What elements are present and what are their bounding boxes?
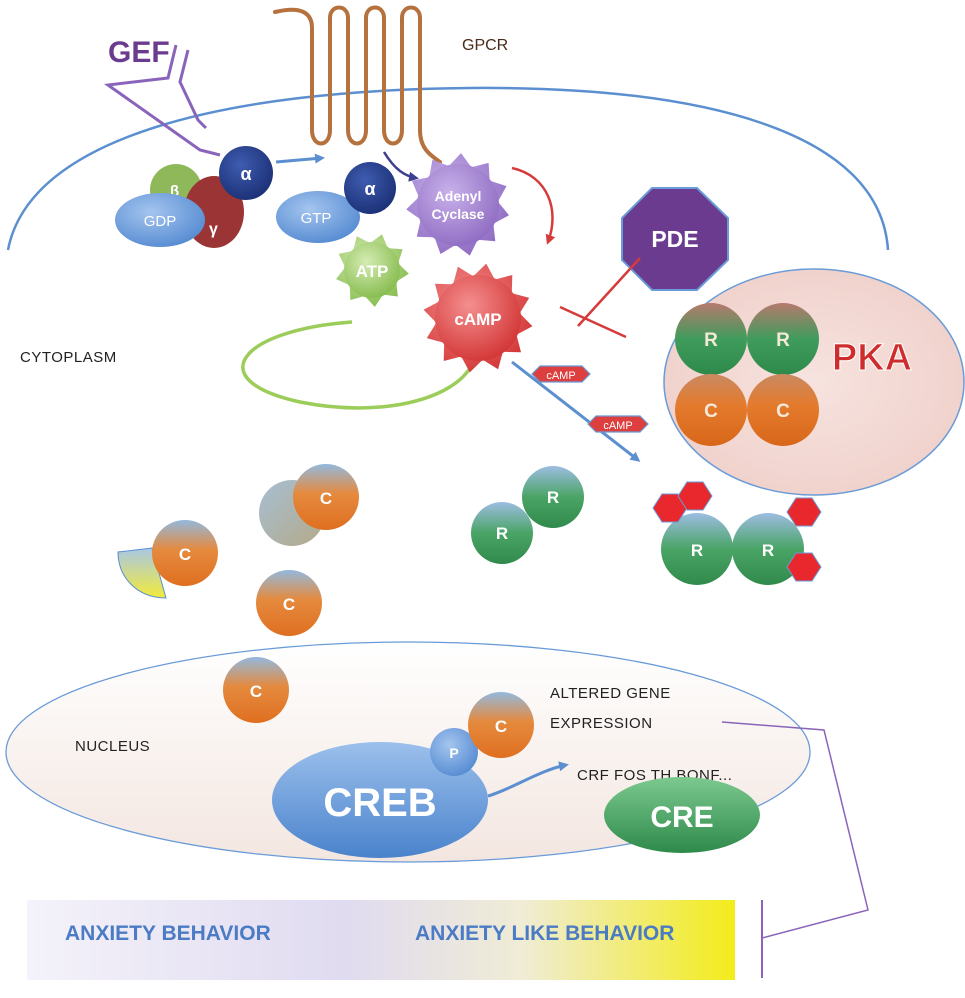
free-catalytic-subunit: C: [256, 570, 322, 636]
pka-r-label-2: R: [776, 330, 790, 351]
free-regulatory-subunit: R: [471, 502, 533, 564]
free-regulatory-subunit: R: [522, 466, 584, 528]
pde-inhibition-line: [577, 257, 641, 327]
nuclear-catalytic-subunit: C: [223, 657, 289, 723]
bound-r-label-1: R: [691, 541, 703, 560]
bound-camp-hexagons: [652, 481, 822, 582]
nuclear-c-label-1: C: [250, 682, 262, 701]
gdp-label: GDP: [144, 213, 177, 230]
pka-regulatory-subunit: R: [747, 303, 819, 375]
gpcr-label: GPCR: [462, 37, 508, 54]
free-c-label-3: C: [283, 595, 295, 614]
free-c-label-2: C: [320, 489, 332, 508]
pde-label: PDE: [651, 226, 698, 252]
alpha-activation-arrow: [275, 153, 325, 164]
camp-label: cAMP: [454, 310, 501, 329]
cyclase-to-camp-arrow: [511, 166, 556, 245]
adenyl-cyclase-label-line1: Adenyl: [435, 188, 482, 204]
gamma-label: γ: [209, 221, 218, 238]
cre-element: [604, 777, 760, 853]
phosphate-label: P: [449, 745, 458, 761]
gdp-molecule: [115, 193, 205, 247]
cytoplasm-label: CYTOPLASM: [20, 349, 117, 366]
nuclear-c-label-2: C: [495, 717, 507, 736]
atp-label: ATP: [356, 262, 389, 281]
pka-catalytic-subunit: C: [747, 374, 819, 446]
beta-label: β: [170, 183, 179, 200]
gef-label: GEF: [108, 36, 170, 69]
creb-label: CREB: [323, 781, 436, 825]
adenyl-cyclase-label-line2: Cyclase: [432, 206, 485, 222]
alpha-label-active: α: [364, 179, 375, 199]
pde-enzyme: [621, 187, 729, 291]
nucleus-label: NUCLEUS: [75, 738, 150, 755]
creb-to-cre-arrow: [487, 761, 569, 798]
gef-molecule: [103, 44, 221, 157]
gene-expression-connector: [721, 721, 869, 939]
anxiety-like-behavior-label: ANXIETY LIKE BEHAVIOR: [415, 922, 674, 945]
creb-transcription-factor: [272, 742, 488, 858]
free-r-label-1: R: [547, 488, 559, 507]
camp-bound-regulatory-subunit: R: [661, 513, 733, 585]
pde-inhibition-bar: [559, 305, 627, 339]
camp-tag-1: cAMP: [531, 365, 591, 383]
cell-membrane: [6, 86, 890, 251]
phosphate-group: [430, 728, 478, 776]
pka-r-label-1: R: [704, 330, 718, 351]
atp-molecule: [336, 234, 409, 307]
altered-gene-expression-line2: EXPRESSION: [550, 715, 653, 732]
camp-molecule: [423, 263, 533, 373]
pka-c-label-1: C: [704, 401, 718, 422]
atp-recycle-loop: [241, 320, 472, 410]
gpcr-to-cyclase-arrow: [382, 151, 419, 182]
alpha-subunit-inactive: [219, 146, 273, 200]
alpha-label-inactive: α: [240, 164, 251, 184]
gtp-molecule: [276, 191, 360, 243]
anxiety-behavior-label: ANXIETY BEHAVIOR: [65, 922, 271, 945]
pka-label: PKA: [832, 337, 912, 379]
free-c-label-1: C: [179, 545, 191, 564]
camp-release-arrow: [511, 360, 641, 462]
pka-c-label-2: C: [776, 401, 790, 422]
camp-tag-1-label: cAMP: [546, 370, 575, 382]
gef-molecule-arm: [178, 49, 208, 130]
gtp-label: GTP: [301, 210, 332, 227]
free-r-label-2: R: [496, 524, 508, 543]
free-catalytic-subunit: C: [259, 464, 359, 546]
camp-tag-2: cAMP: [587, 415, 649, 433]
cre-label: CRE: [650, 801, 713, 834]
camp-tag-2-label: cAMP: [603, 420, 632, 432]
alpha-subunit-active: [344, 162, 396, 214]
pka-regulatory-subunit: R: [675, 303, 747, 375]
adenyl-cyclase: [406, 153, 509, 256]
behavior-gradient-bar: [27, 900, 735, 980]
altered-gene-expression-line1: ALTERED GENE: [550, 685, 671, 702]
camp-bound-regulatory-subunit: R: [732, 513, 804, 585]
nuclear-catalytic-subunit: C: [468, 692, 534, 758]
pka-catalytic-subunit: C: [675, 374, 747, 446]
bound-r-label-2: R: [762, 541, 774, 560]
gpcr-receptor: [273, 5, 442, 164]
free-catalytic-subunit: C: [117, 520, 218, 599]
